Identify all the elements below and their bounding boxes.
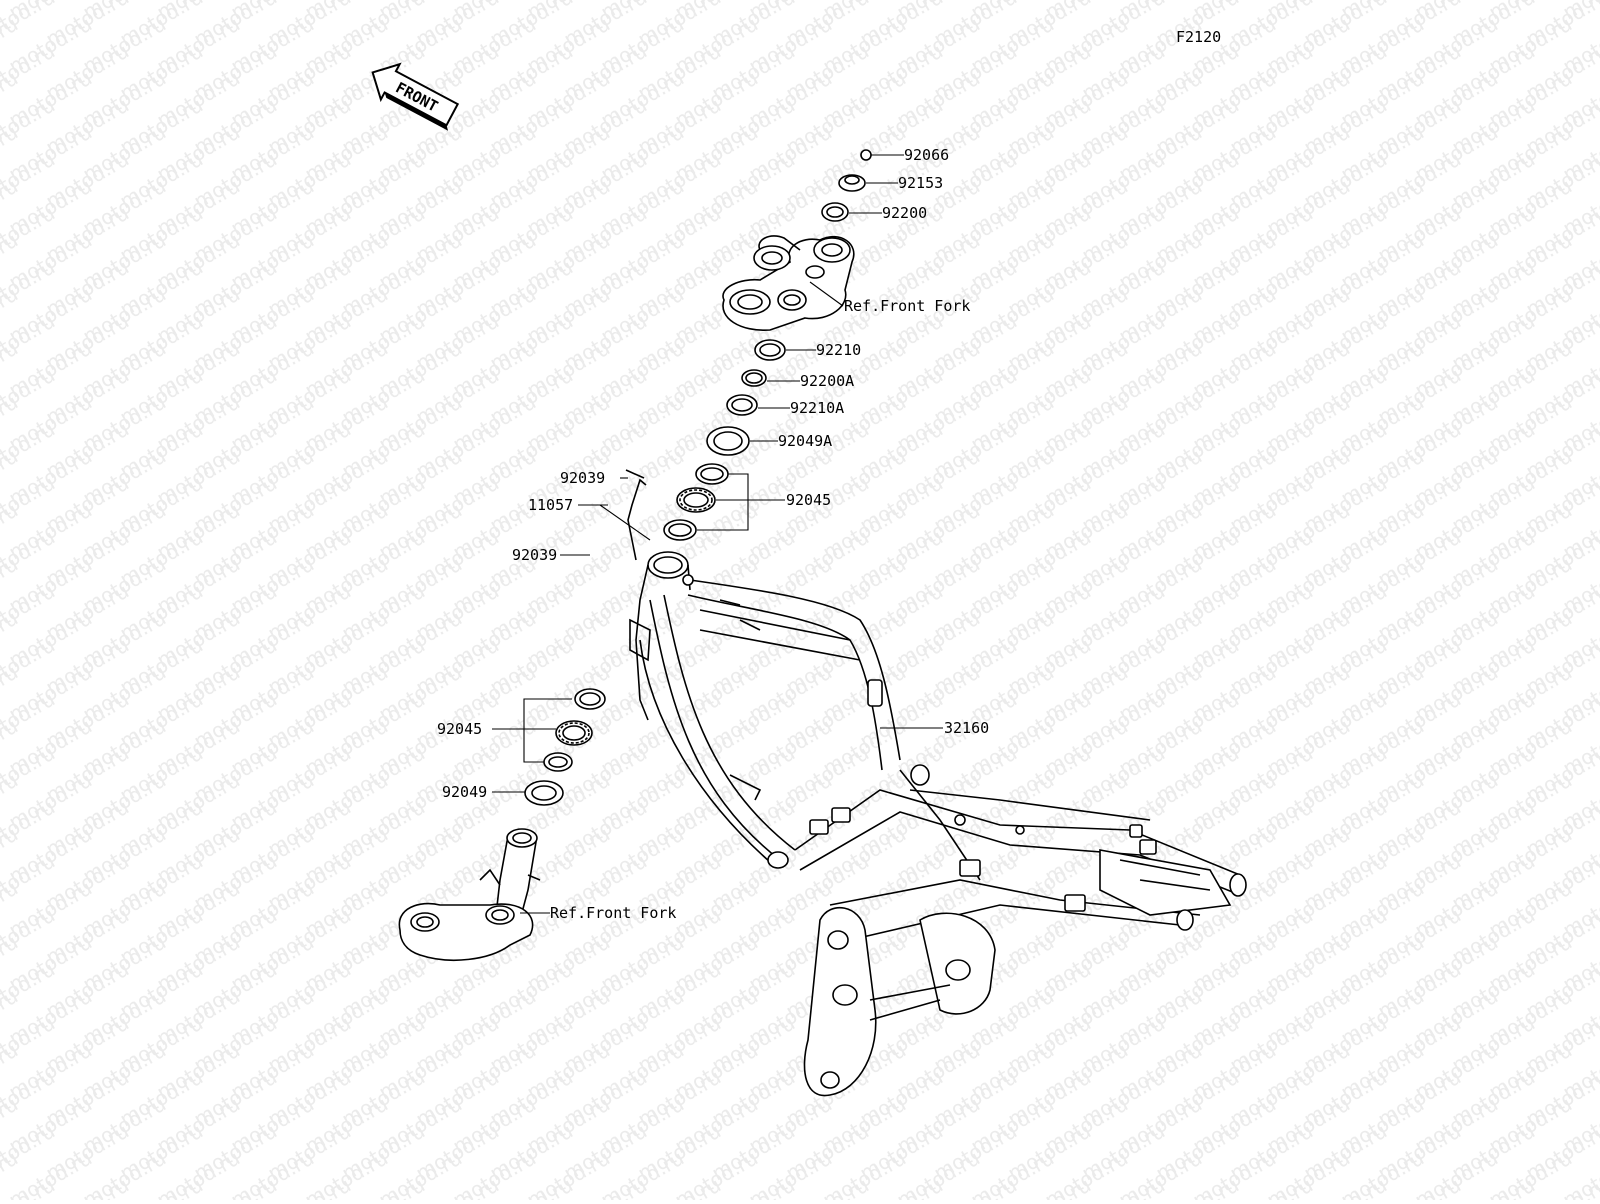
label-92210a: 92210A: [790, 399, 844, 417]
label-92200a: 92200A: [800, 372, 854, 390]
steering-nut-92210: [755, 340, 785, 360]
washer-92200: [822, 203, 848, 221]
steering-stem-cap: [839, 175, 865, 191]
label-92210: 92210: [816, 341, 861, 359]
label-92153: 92153: [898, 174, 943, 192]
steering-stem-nut-cap: [861, 150, 871, 160]
label-ref-front-fork-bottom: Ref.Front Fork: [550, 904, 676, 922]
seal-92049a: [707, 427, 749, 455]
label-92049: 92049: [442, 783, 487, 801]
washer-92200a: [742, 370, 766, 386]
seal-92049: [525, 781, 563, 805]
label-92045-lower: 92045: [437, 720, 482, 738]
label-92049a: 92049A: [778, 432, 832, 450]
label-ref-front-fork-top: Ref.Front Fork: [844, 297, 970, 315]
label-92200: 92200: [882, 204, 927, 222]
diagram-code: F2120: [1176, 28, 1221, 46]
steering-nut-92210a: [727, 395, 757, 415]
label-92066: 92066: [904, 146, 949, 164]
label-92045-upper: 92045: [786, 491, 831, 509]
label-11057: 11057: [528, 496, 573, 514]
label-92039-upper: 92039: [560, 469, 605, 487]
label-32160: 32160: [944, 719, 989, 737]
label-92039-lower: 92039: [512, 546, 557, 564]
